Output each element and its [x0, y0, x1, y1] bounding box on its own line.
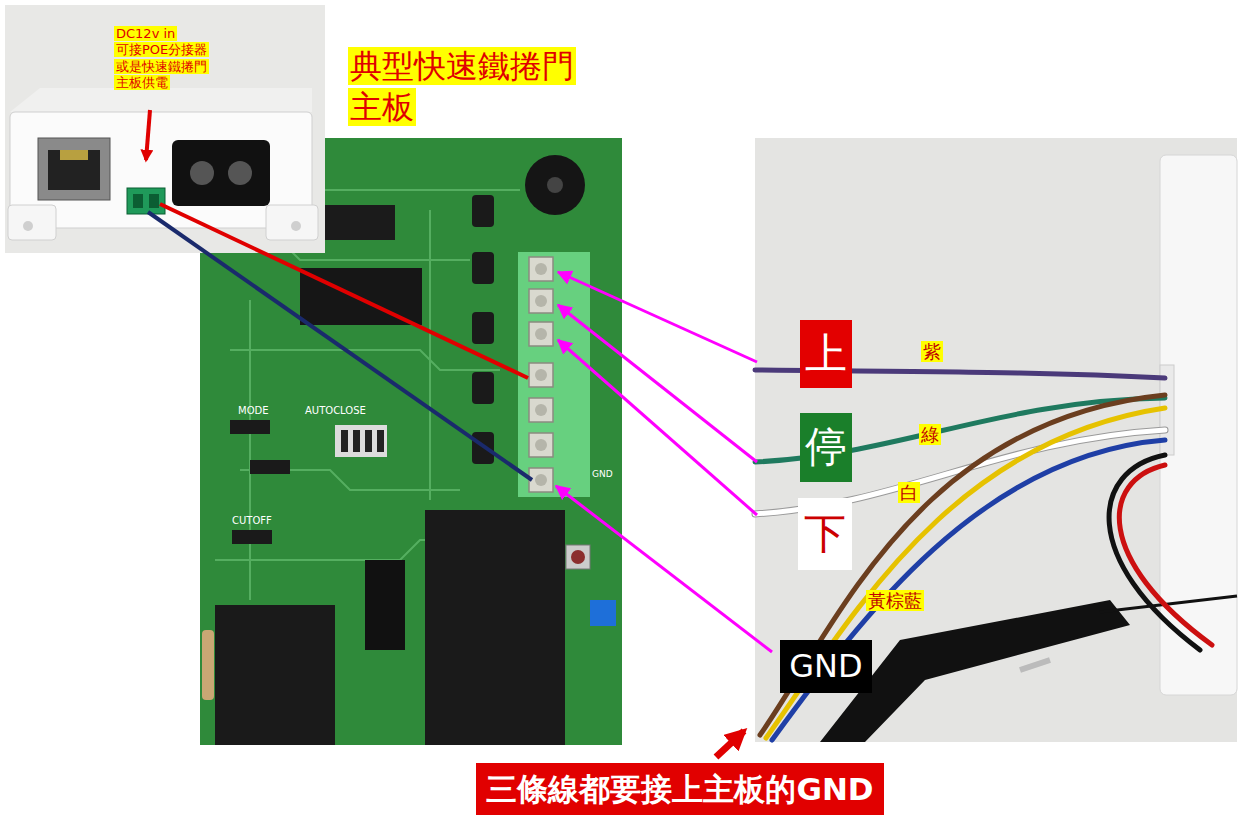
silkscreen-text: CUTOFF: [232, 515, 272, 526]
label-holder: 白: [898, 482, 920, 504]
note-box: 三條線都要接上主板的GND: [476, 763, 883, 815]
silkscreen-text: MODE: [238, 405, 269, 416]
down-label-box: 下: [798, 498, 852, 570]
silkscreen-text: GND: [592, 469, 613, 479]
label-holder: 黃棕藍: [866, 590, 924, 612]
label-holder: 典型快速鐵捲門 主板: [348, 46, 598, 128]
power-note: DC12v in 可接POE分接器 或是快速鐵捲門 主板供電: [114, 26, 209, 90]
wire-color: 綠: [919, 424, 941, 445]
box-text: 三條線都要接上主板的GND: [486, 772, 873, 806]
label-holder: CUTOFF: [232, 515, 272, 526]
gnd-label-box: GND: [780, 640, 872, 693]
leader-arrows: [556, 272, 772, 652]
wire-color: 紫: [921, 341, 943, 362]
stop-label-box: 停: [800, 413, 852, 482]
up-label-box: 上: [800, 320, 852, 388]
ground-wire: [148, 212, 532, 480]
label-holder: GND: [592, 470, 613, 480]
wire-photo: [755, 138, 1237, 742]
box-text: GND: [789, 649, 862, 684]
pointer-arrow: [716, 731, 744, 757]
label-holder: AUTOCLOSE: [305, 405, 366, 416]
board-heading: 典型快速鐵捲門 主板: [348, 47, 576, 126]
box-text: 下: [804, 511, 846, 557]
label-holder: 綠: [919, 424, 941, 446]
box-text: 上: [805, 331, 847, 377]
wire-color: 白: [898, 482, 920, 503]
label-holder: 紫: [921, 341, 943, 363]
device-photo: [5, 5, 325, 253]
label-holder: DC12v in 可接POE分接器 或是快速鐵捲門 主板供電: [114, 26, 222, 91]
silkscreen-text: AUTOCLOSE: [305, 405, 366, 416]
label-holder: MODE: [238, 405, 269, 416]
power-wire: [160, 204, 528, 378]
wire-color: 黃棕藍: [866, 590, 924, 611]
box-text: 停: [805, 424, 847, 470]
